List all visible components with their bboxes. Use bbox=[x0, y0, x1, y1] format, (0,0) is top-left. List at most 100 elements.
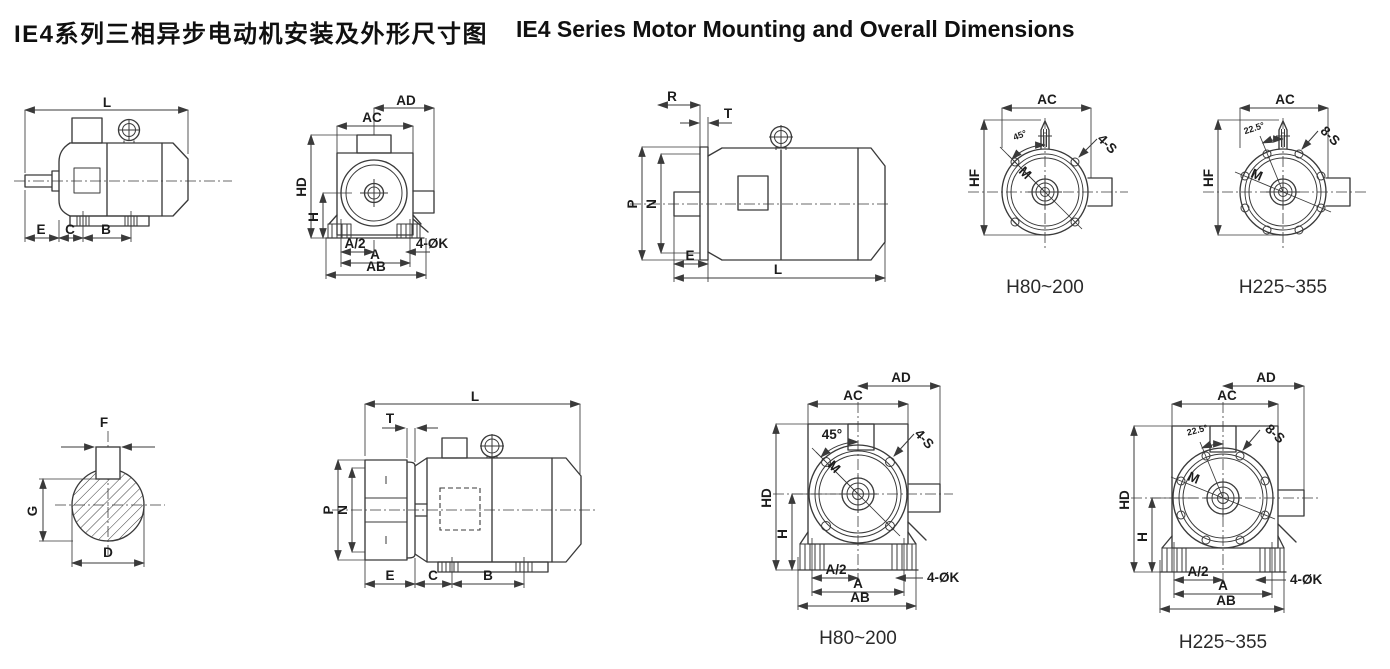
bolt-hole bbox=[1316, 203, 1326, 213]
dim-label-AB: AB bbox=[850, 590, 870, 605]
dimension-G: G bbox=[25, 477, 96, 543]
bolt-hole bbox=[1070, 157, 1080, 167]
dim-label-P: P bbox=[321, 505, 336, 514]
bolt-hole bbox=[1176, 510, 1186, 520]
dimension-A: A bbox=[339, 247, 412, 267]
dim-label-M: M bbox=[1016, 164, 1035, 183]
bolt-hole bbox=[1262, 149, 1272, 159]
dim-label-A2: A/2 bbox=[1187, 564, 1208, 579]
dimension-H: H bbox=[775, 492, 836, 572]
dim-label-bolts: 8-S bbox=[1317, 123, 1342, 148]
bolt-hole bbox=[885, 521, 895, 531]
dimension-AC: AC bbox=[806, 388, 910, 424]
foot-hole-axes bbox=[1173, 542, 1273, 598]
dim-label-AB: AB bbox=[366, 259, 386, 274]
dimension-P: P bbox=[321, 458, 365, 562]
bolt-count-4S: 4-S bbox=[1078, 131, 1120, 158]
bolt-hole bbox=[1262, 225, 1272, 235]
dim-label-R: R bbox=[667, 89, 677, 104]
dimension-HF: HF bbox=[1201, 118, 1283, 237]
bolt-hole bbox=[1294, 149, 1304, 159]
page-title-english: IE4 Series Motor Mounting and Overall Di… bbox=[516, 16, 1075, 42]
dimension-H: H bbox=[306, 191, 352, 240]
figure-flange-front-view-h80-200: AC HF 45° 4-S M H80~200 bbox=[958, 90, 1143, 307]
figure-foot-mounted-side-view: L E C B bbox=[12, 95, 237, 258]
dim-label-B: B bbox=[101, 222, 111, 237]
flange-face bbox=[1239, 148, 1327, 236]
dim-label-L: L bbox=[471, 389, 479, 404]
page-title-chinese: IE4系列三相异步电动机安装及外形尺寸图 bbox=[14, 21, 489, 48]
side-profile bbox=[412, 190, 435, 233]
dimension-ECB: E C B bbox=[23, 190, 133, 242]
dim-label-H: H bbox=[1135, 532, 1150, 542]
dim-label-AB: AB bbox=[1216, 593, 1236, 608]
bolt-hole bbox=[1201, 535, 1211, 545]
dim-label-E: E bbox=[36, 222, 45, 237]
dim-label-angle: 22.5° bbox=[1186, 422, 1209, 437]
dimension-T: T bbox=[680, 105, 733, 147]
bolt-hole bbox=[1010, 217, 1020, 227]
dimension-L: L bbox=[672, 242, 887, 282]
motor-body bbox=[58, 142, 163, 217]
bolt-hole bbox=[1240, 203, 1250, 213]
bolt-hole bbox=[1235, 535, 1245, 545]
dim-label-AC: AC bbox=[1037, 92, 1057, 107]
dimension-AD: AD bbox=[372, 93, 436, 191]
terminal-box bbox=[737, 175, 769, 211]
dim-label-E: E bbox=[685, 248, 694, 263]
dim-label-angle: 45° bbox=[1012, 128, 1029, 143]
dim-label-HF: HF bbox=[1201, 169, 1216, 187]
dim-label-HD: HD bbox=[294, 177, 309, 197]
side-profile bbox=[1277, 489, 1305, 543]
dimension-M: M bbox=[1170, 469, 1276, 520]
figure-flange-mounted-side-view: R T P N E L bbox=[625, 89, 893, 297]
shaft-section bbox=[71, 446, 145, 542]
dimension-N: N bbox=[644, 152, 700, 255]
dim-label-A: A bbox=[1218, 578, 1228, 593]
dim-label-AC: AC bbox=[362, 110, 382, 125]
dim-label-A: A bbox=[853, 576, 863, 591]
dim-label-L: L bbox=[103, 95, 111, 110]
dim-label-AC: AC bbox=[1275, 92, 1295, 107]
dimension-AD: AD bbox=[856, 370, 942, 484]
bolt-hole bbox=[1316, 171, 1326, 181]
dim-label-bolts: 8-S bbox=[1262, 421, 1288, 446]
dim-label-F: F bbox=[100, 415, 108, 430]
dimension-A2: A/2 bbox=[810, 562, 860, 582]
top-box bbox=[441, 437, 468, 459]
dimension-AC: AC bbox=[1000, 92, 1093, 178]
angle-225: 22.5° bbox=[1186, 422, 1225, 499]
figure-caption: H80~200 bbox=[1006, 277, 1084, 298]
dim-label-L: L bbox=[774, 262, 782, 277]
dimension-A: A bbox=[1172, 578, 1274, 598]
dim-label-bolts: 4-S bbox=[912, 426, 937, 452]
dim-label-HF: HF bbox=[967, 169, 982, 187]
dimension-AD: AD bbox=[1221, 370, 1306, 490]
dim-label-P: P bbox=[625, 199, 640, 208]
lifting-eyebolt-icon bbox=[480, 434, 504, 458]
dimension-A2: A/2 bbox=[1172, 564, 1225, 584]
fan-cowl bbox=[857, 147, 886, 261]
motor-body bbox=[414, 437, 553, 563]
bolt-hole bbox=[1294, 225, 1304, 235]
mounting-feet bbox=[325, 214, 425, 267]
dim-label-HD: HD bbox=[759, 488, 774, 508]
dim-label-AC: AC bbox=[843, 388, 863, 403]
angle-45: 45° bbox=[999, 128, 1047, 193]
bolt-hole bbox=[1260, 510, 1270, 520]
terminal-box-hidden bbox=[439, 487, 481, 531]
terminal-box bbox=[1087, 177, 1113, 207]
bolt-hole bbox=[821, 521, 831, 531]
dim-label-HD: HD bbox=[1117, 490, 1132, 510]
motor-body bbox=[707, 147, 859, 261]
dim-label-B: B bbox=[483, 568, 493, 583]
flange-disc bbox=[364, 459, 428, 561]
figure-flange-front-view-h225-355: AC HF 22.5° 8-S M H225~355 bbox=[1188, 90, 1390, 307]
dimension-P: P bbox=[625, 145, 700, 262]
dim-label-T: T bbox=[386, 411, 395, 426]
dimension-HD: HD bbox=[294, 133, 357, 240]
dimension-HD: HD bbox=[759, 422, 808, 572]
dimension-AB: AB bbox=[796, 557, 918, 610]
dim-label-AC: AC bbox=[1217, 388, 1237, 403]
terminal-box bbox=[1209, 425, 1237, 453]
